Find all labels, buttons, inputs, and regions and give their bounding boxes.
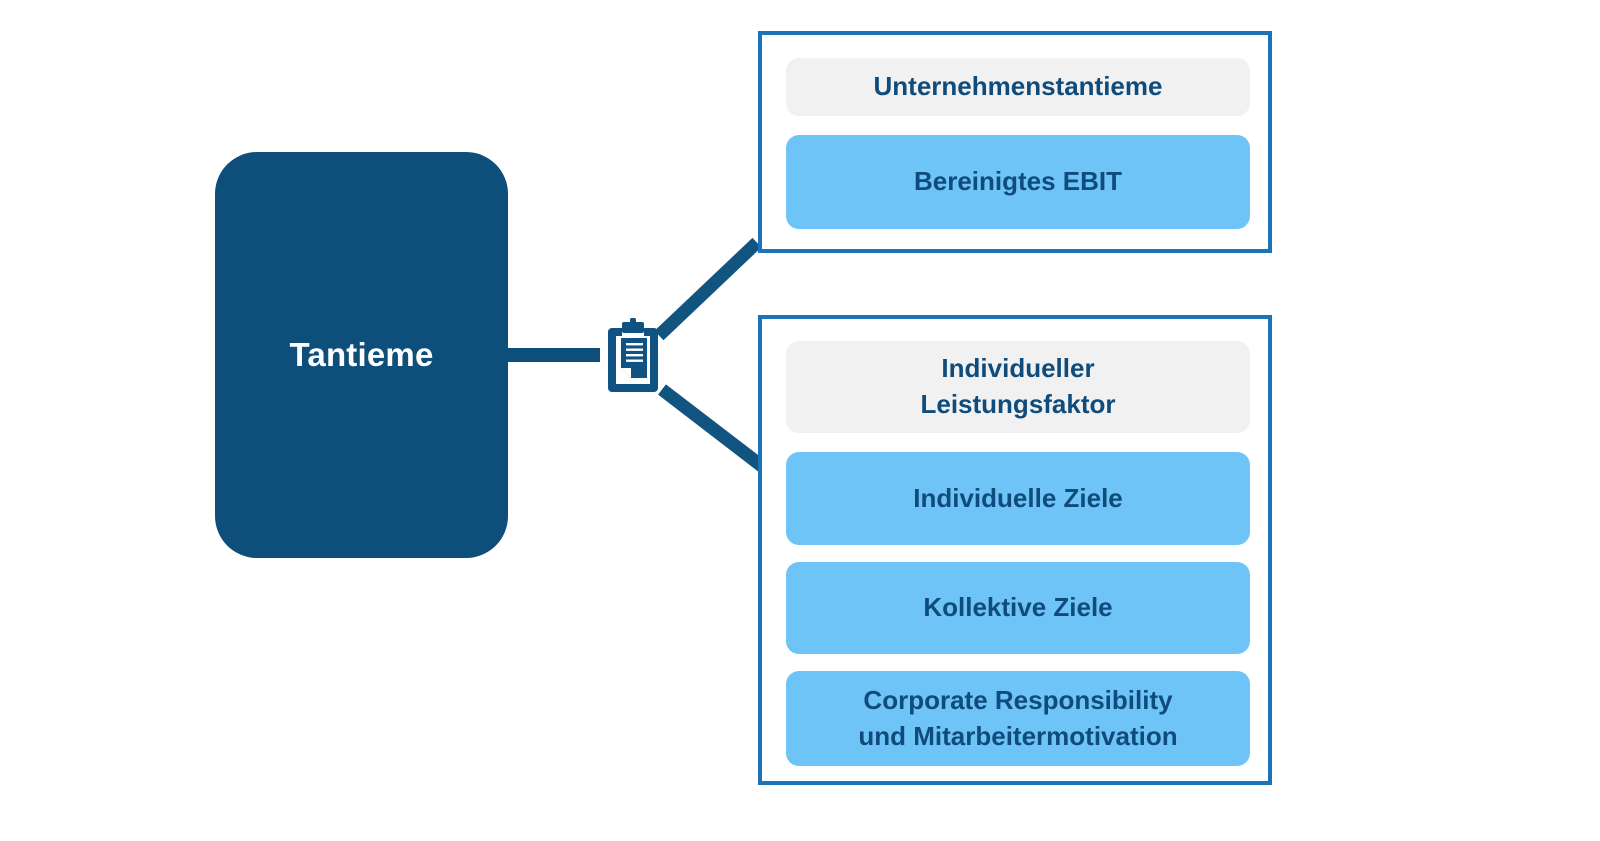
group-top-header-label: Unternehmenstantieme — [873, 71, 1163, 102]
clipboard-document-icon — [604, 317, 662, 392]
connector-root-to-hub — [504, 348, 600, 362]
group-top-item-label: Bereinigtes EBIT — [913, 166, 1123, 197]
group-bottom-item-label-1: Individuelle Ziele — [913, 482, 1123, 513]
root-node-label: Tantieme — [289, 336, 434, 373]
group-unternehmenstantieme: Unternehmenstantieme Bereinigtes EBIT — [758, 31, 1272, 253]
group-bottom-item-kollektive-ziele[interactable]: Kollektive Ziele — [786, 562, 1250, 654]
group-top-header-pill[interactable]: Unternehmenstantieme — [786, 58, 1250, 116]
root-node-tantieme[interactable]: Tantieme — [215, 152, 508, 558]
group-bottom-item-label-2: Kollektive Ziele — [923, 592, 1113, 623]
connector-hub-to-group-top — [654, 237, 762, 341]
group-top-item-bereinigtes-ebit[interactable]: Bereinigtes EBIT — [786, 135, 1250, 229]
group-bottom-item-individuelle-ziele[interactable]: Individuelle Ziele — [786, 452, 1250, 545]
